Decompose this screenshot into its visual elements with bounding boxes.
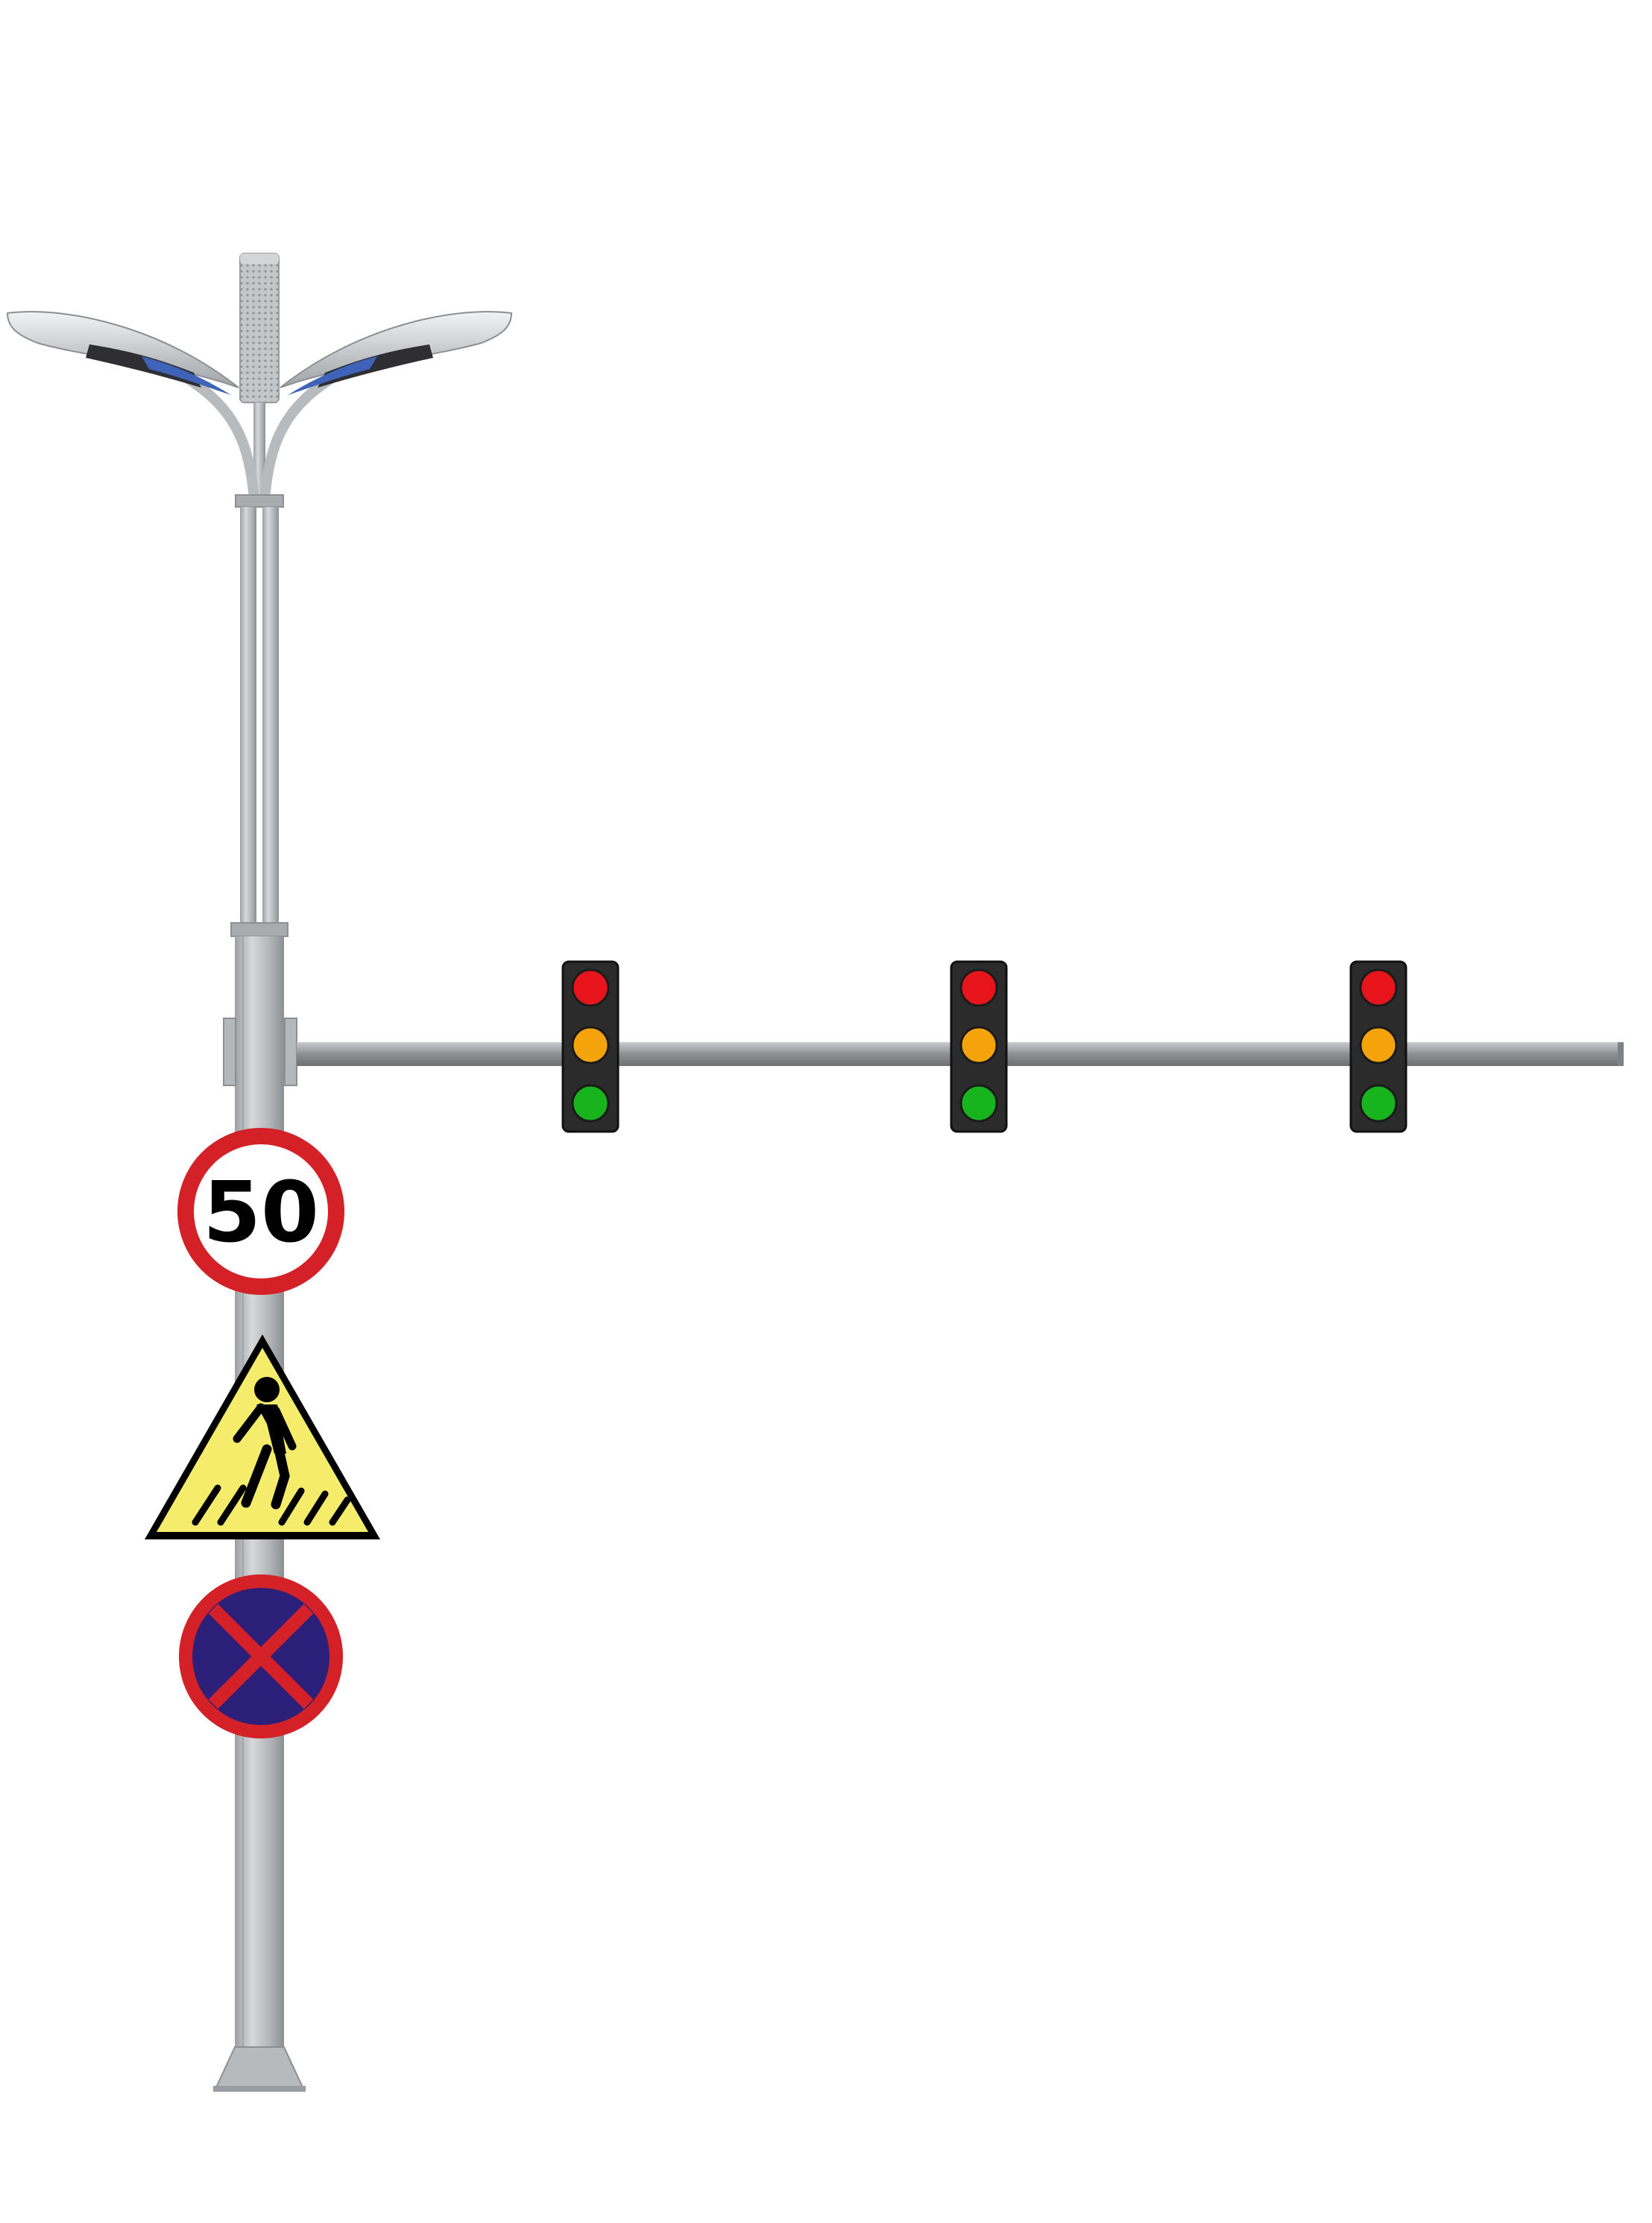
green-light — [959, 1084, 998, 1123]
amber-light — [1359, 1026, 1398, 1065]
traffic-light-icon — [1349, 960, 1407, 1133]
speed-limit-sign-icon: 50 — [177, 1128, 344, 1295]
red-light — [959, 968, 998, 1007]
traffic-lights — [561, 960, 1407, 1133]
upper-pole — [230, 507, 289, 937]
amber-light — [571, 1026, 610, 1065]
green-light — [1359, 1084, 1398, 1123]
amber-light — [959, 1026, 998, 1065]
red-light — [571, 968, 610, 1007]
traffic-light-icon — [561, 960, 620, 1133]
no-stopping-sign-icon — [179, 1574, 343, 1738]
street-lamp-icon — [6, 253, 513, 508]
pedestrian-crossing-sign-icon — [145, 1334, 380, 1539]
green-light — [571, 1084, 610, 1123]
traffic-light-icon — [950, 960, 1008, 1133]
speed-limit-value: 50 — [203, 1164, 319, 1261]
red-light — [1359, 968, 1398, 1007]
